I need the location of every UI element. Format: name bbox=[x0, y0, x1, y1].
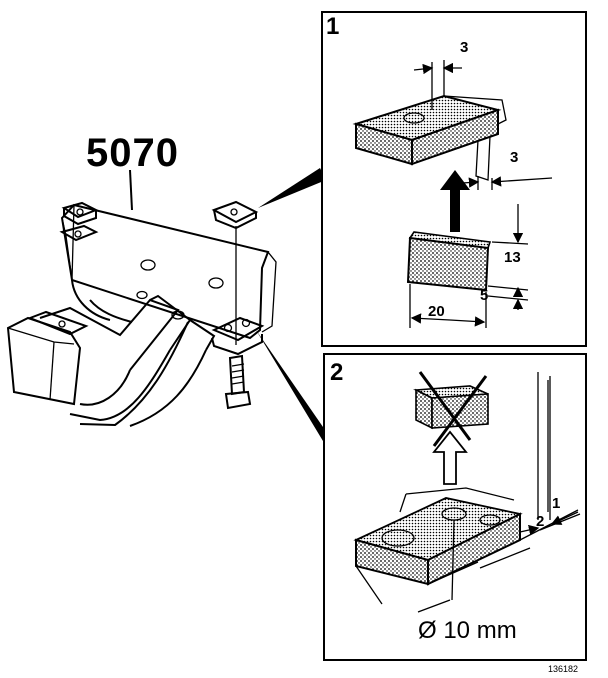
dim-top-width: 3 bbox=[460, 39, 468, 56]
tool-assembly bbox=[6, 168, 332, 446]
dim-offset-1: 1 bbox=[552, 495, 560, 512]
crossed-out-icon bbox=[413, 371, 489, 447]
panel-1: 1 3 3 13 5 20 bbox=[321, 11, 587, 347]
panel-2-number: 2 bbox=[330, 359, 343, 386]
dim-length: 20 bbox=[428, 303, 445, 320]
dim-height: 13 bbox=[504, 249, 521, 266]
hole-diameter-label: Ø 10 mm bbox=[418, 617, 517, 644]
tool-number-leader bbox=[129, 169, 133, 211]
dim-offset-2: 2 bbox=[536, 513, 544, 530]
outlined-arrow-up-icon bbox=[432, 430, 468, 485]
reference-code: 136182 bbox=[548, 664, 578, 674]
tool-number-label: 5070 bbox=[86, 131, 179, 175]
panel-2: 2 1 2 Ø 10 mm bbox=[323, 353, 587, 661]
arrow-up-icon bbox=[440, 170, 470, 232]
dim-lower-height: 5 bbox=[480, 287, 488, 304]
panel-1-number: 1 bbox=[326, 13, 339, 40]
dim-side-width: 3 bbox=[510, 149, 518, 166]
